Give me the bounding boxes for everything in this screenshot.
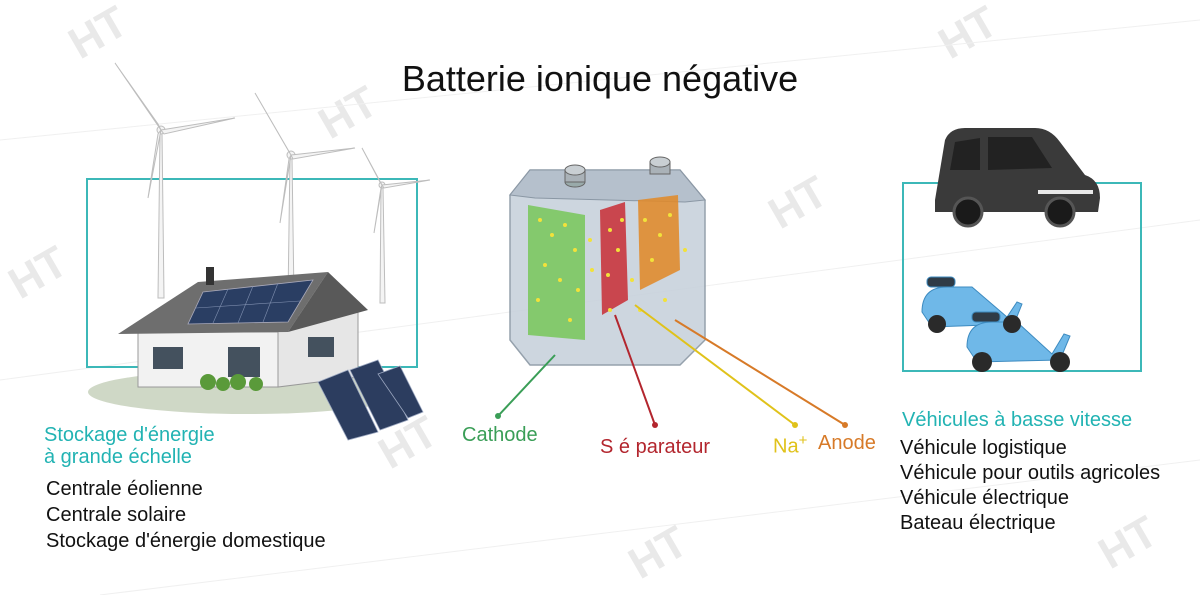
left-heading: Stockage d'énergie à grande échelle — [44, 424, 215, 468]
battery-illustration — [495, 156, 848, 428]
car-illustration — [935, 128, 1100, 228]
list-item: Bateau électrique — [900, 512, 1056, 534]
cathode-leader — [497, 354, 556, 417]
car-wheel — [952, 196, 984, 228]
scooters-illustration — [921, 276, 1071, 372]
list-item: Centrale éolienne — [46, 478, 203, 500]
list-item: Centrale solaire — [46, 504, 187, 526]
page-title: Batterie ionique négative — [401, 58, 799, 99]
watermark-text: HT — [621, 517, 696, 589]
solar-house-illustration — [88, 267, 424, 441]
right-heading: Véhicules à basse vitesse — [902, 409, 1133, 431]
list-item: Stockage d'énergie domestique — [46, 530, 326, 552]
separator-leader — [614, 314, 656, 426]
left-heading-line1: Stockage d'énergie — [44, 424, 215, 446]
list-item: Véhicule électrique — [900, 487, 1069, 509]
watermark-text: HT — [1, 237, 76, 309]
anode-plate — [638, 195, 680, 290]
cathode-label: Cathode — [462, 424, 538, 446]
anode-label: Anode — [818, 432, 876, 454]
left-heading-line2: à grande échelle — [44, 446, 192, 468]
anode-leader — [674, 319, 846, 426]
separator-plate — [600, 202, 628, 315]
ion-charge: + — [798, 432, 808, 449]
list-item: Véhicule pour outils agricoles — [900, 462, 1161, 484]
list-item: Véhicule logistique — [900, 437, 1067, 459]
cathode-plate — [528, 205, 585, 340]
ion-symbol: Na — [773, 435, 799, 458]
separator-label: S é parateur — [600, 436, 711, 458]
left-list: Centrale éolienne Centrale solaire Stock… — [46, 476, 326, 554]
right-list: Véhicule logistique Véhicule pour outils… — [900, 436, 1160, 536]
ion-leader — [634, 304, 796, 426]
ion-label: Na+ — [773, 432, 807, 459]
